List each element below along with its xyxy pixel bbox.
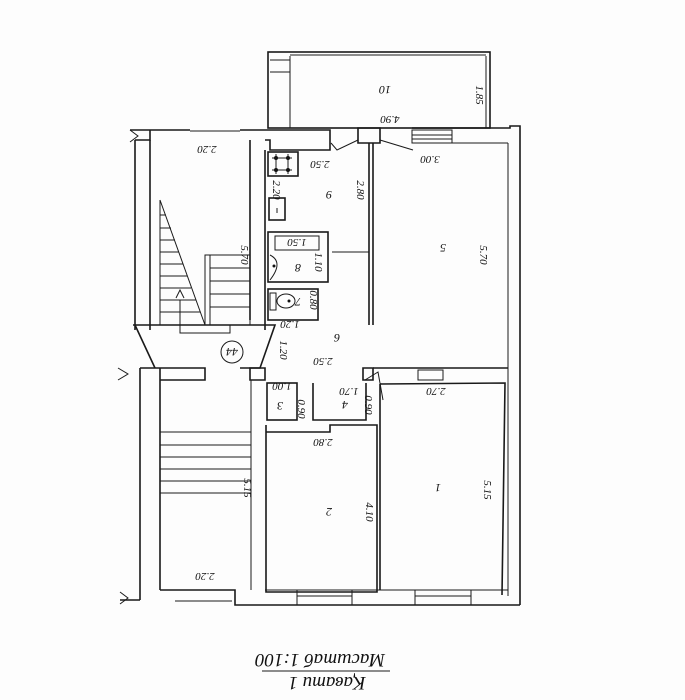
stove-icon (267, 151, 299, 177)
stair-number: 44 (226, 345, 238, 359)
dim-room5-width: 3.00 (420, 153, 441, 165)
dim-hall-a: 1.20 (280, 318, 300, 330)
dim-balcony-width: 1.85 (473, 85, 485, 105)
room-2-label: 2 (326, 505, 332, 519)
dim-room3-width: 1.00 (272, 380, 292, 392)
break-mark (119, 591, 129, 605)
room-1-label: 1 (435, 481, 441, 495)
dim-kitchen-length: 2.80 (354, 180, 366, 200)
staircase-top (159, 199, 251, 334)
room-4-label: 4 (342, 398, 348, 412)
washbasin-icon (269, 254, 278, 281)
dim-stair-bottom-length: 5.15 (241, 478, 253, 498)
room-labels: 10 9 5 8 7 6 3 4 2 1 (277, 83, 446, 519)
staircase-bottom (160, 130, 252, 602)
door-swing (330, 139, 359, 151)
door-swing (379, 139, 414, 151)
door-swing (364, 371, 384, 401)
window (296, 589, 353, 606)
floor-title: Қавати 1 (288, 672, 366, 693)
dim-bath-width: 1.50 (287, 236, 307, 248)
dim-room4-width: 1.70 (339, 385, 359, 397)
room-5-label: 5 (440, 241, 446, 255)
dim-wc-depth: 0.80 (307, 290, 319, 310)
dim-room3-depth: 0.90 (295, 399, 307, 419)
dim-stair-top-width: 2.20 (197, 143, 217, 155)
window (411, 129, 453, 144)
closet-3-walls (266, 382, 298, 421)
room-10-label: 10 (379, 83, 391, 97)
bathtub-icon (274, 235, 320, 251)
stair-number-badge: 44 (220, 340, 244, 364)
toilet-icon (269, 292, 296, 311)
room-9-label: 9 (326, 188, 332, 202)
dim-room4-depth: 0.90 (362, 395, 374, 415)
dim-room2-length: 4.10 (363, 502, 375, 522)
window (414, 589, 472, 606)
dim-balcony-length: 4.90 (380, 113, 400, 125)
window (417, 369, 444, 381)
room-7-label: 7 (294, 295, 301, 309)
dim-kitchen-width: 2.50 (310, 158, 330, 170)
up-arrow-icon (175, 288, 185, 299)
break-mark (129, 129, 139, 143)
dim-stair-top-length: 5.70 (238, 245, 250, 265)
dim-room2-width: 2.80 (313, 436, 333, 448)
dim-room1-width: 2.70 (426, 385, 446, 397)
break-mark (117, 367, 129, 381)
dim-hall-width: 2.50 (313, 355, 333, 367)
exterior-walls (117, 125, 521, 606)
dimension-labels: 4.90 1.85 2.20 5.70 2.50 2.20 2.80 3.00 … (195, 85, 493, 582)
dim-room1-length: 5.15 (481, 480, 493, 500)
room-3-label: 3 (277, 399, 284, 413)
dim-room5-length: 5.70 (477, 245, 489, 265)
dim-hall-b: 1.20 (277, 340, 289, 360)
scale-caption: Масштаб 1:100 (255, 649, 386, 670)
dim-stair-bottom-width: 2.20 (195, 570, 215, 582)
dim-kitchen-depth: 2.20 (270, 180, 282, 200)
interior-walls (133, 139, 508, 596)
dim-bath-depth: 1.10 (312, 252, 324, 272)
sink-icon (268, 197, 286, 221)
room-6-label: 6 (334, 331, 340, 345)
room-8-label: 8 (295, 261, 301, 275)
